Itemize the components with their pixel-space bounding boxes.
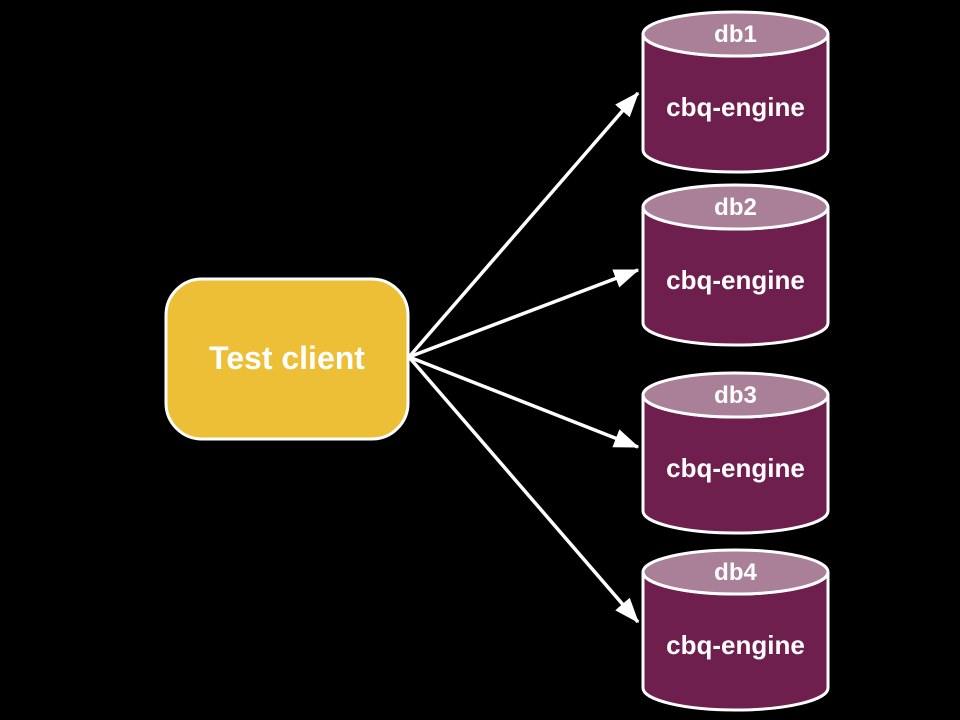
- db3-cylinder-top: [641, 371, 830, 419]
- db4-cylinder: db4 cbq-engine: [641, 548, 830, 712]
- db1-name-label: db1: [714, 21, 757, 48]
- db4-cylinder-top: [641, 548, 830, 596]
- db2-engine-label: cbq-engine: [666, 265, 805, 295]
- arrow-client-to-db2: [408, 268, 640, 359]
- arrow-client-to-db1: [407, 91, 640, 359]
- arrow-client-to-db3: [408, 355, 640, 449]
- db2-cylinder: db2 cbq-engine: [641, 183, 830, 347]
- client-label: Test client: [209, 340, 365, 376]
- db4-name-label: db4: [714, 559, 757, 586]
- arrow-client-to-db4: [407, 355, 640, 624]
- client-box: [164, 277, 410, 441]
- db2-name-label: db2: [714, 194, 757, 221]
- connectors: [407, 91, 640, 624]
- db1-engine-label: cbq-engine: [666, 92, 805, 122]
- db3-cylinder: db3 cbq-engine: [641, 371, 830, 535]
- db1-cylinder-top: [641, 10, 830, 58]
- client-node: Test client: [164, 277, 410, 441]
- db3-name-label: db3: [714, 382, 757, 409]
- db1-cylinder: db1 cbq-engine: [641, 10, 830, 174]
- db2-cylinder-top: [641, 183, 830, 231]
- db4-engine-label: cbq-engine: [666, 630, 805, 660]
- db3-engine-label: cbq-engine: [666, 453, 805, 483]
